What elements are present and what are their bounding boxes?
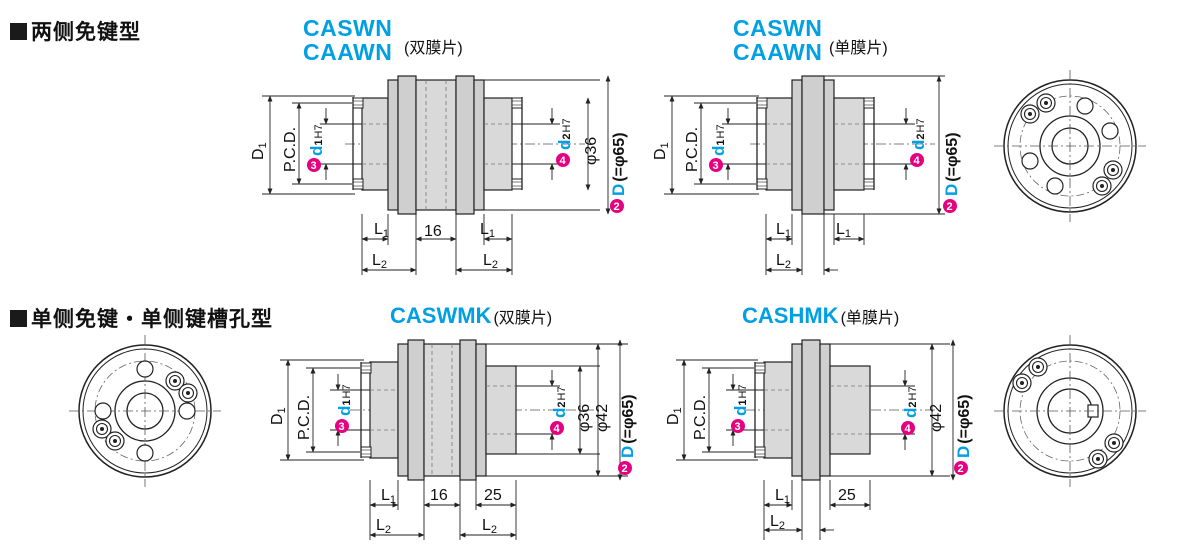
svg-text:d2H7: d2H7: [901, 386, 920, 418]
svg-text:25: 25: [484, 487, 502, 504]
end-view-bottom-right: [994, 335, 1146, 487]
svg-text:L2: L2: [483, 252, 498, 271]
model-note-top-right: (单膜片): [829, 40, 888, 57]
drawing-top-left: D1 P.C.D. 3 d1H7 4 d2H7 φ36 2 D(=φ65) L1…: [250, 75, 628, 275]
svg-text:3: 3: [735, 421, 741, 433]
model-name-bottom-left: CASWMK(双膜片): [390, 303, 553, 328]
svg-text:d1H7: d1H7: [307, 124, 326, 156]
svg-text:D(=φ65): D(=φ65): [954, 394, 973, 458]
svg-text:P.C.D.: P.C.D.: [692, 395, 709, 440]
svg-text:4: 4: [914, 155, 921, 167]
svg-text:d2H7: d2H7: [909, 118, 928, 150]
svg-text:d1H7: d1H7: [709, 124, 728, 156]
svg-text:P.C.D.: P.C.D.: [282, 127, 299, 172]
svg-text:D1: D1: [250, 142, 269, 160]
section-title-keyless-one-side: 单侧免键・单侧键槽孔型: [10, 303, 273, 333]
drawing-top-right: D1 P.C.D. 3 d1H7 4 d2H7 2 D(=φ65) L1 L1 …: [652, 75, 961, 275]
svg-text:φ36: φ36: [583, 137, 600, 165]
svg-text:φ42: φ42: [594, 404, 611, 432]
svg-text:4: 4: [554, 423, 561, 435]
svg-text:16: 16: [430, 487, 448, 504]
end-view-bottom-left: [69, 335, 221, 487]
svg-text:L2: L2: [376, 517, 391, 536]
model-name-top-right: CASWN CAAWN: [733, 15, 823, 65]
svg-text:D1: D1: [269, 407, 288, 425]
svg-text:4: 4: [560, 155, 567, 167]
svg-text:25: 25: [838, 487, 856, 504]
svg-text:φ36: φ36: [576, 404, 593, 432]
svg-text:3: 3: [311, 160, 317, 172]
model-note-top-left: (双膜片): [404, 40, 463, 57]
svg-text:d1H7: d1H7: [731, 384, 750, 416]
svg-text:4: 4: [905, 423, 912, 435]
svg-text:P.C.D.: P.C.D.: [296, 395, 313, 440]
svg-text:D1: D1: [652, 142, 671, 160]
svg-text:L1: L1: [836, 221, 851, 240]
svg-text:L1: L1: [374, 221, 389, 240]
svg-text:D(=φ65): D(=φ65): [942, 132, 961, 196]
square-bullet-icon: [10, 23, 27, 40]
svg-text:L2: L2: [770, 513, 785, 532]
svg-text:L1: L1: [381, 487, 396, 506]
svg-text:D1: D1: [665, 407, 684, 425]
svg-text:L1: L1: [775, 487, 790, 506]
svg-text:d2H7: d2H7: [550, 386, 569, 418]
svg-text:3: 3: [713, 160, 719, 172]
svg-text:L2: L2: [482, 517, 497, 536]
svg-text:2: 2: [958, 463, 964, 475]
model-name-top-left: CASWN CAAWN: [303, 15, 393, 65]
svg-text:L1: L1: [480, 221, 495, 240]
svg-text:d2H7: d2H7: [555, 118, 574, 150]
svg-text:d1H7: d1H7: [335, 384, 354, 416]
drawing-bottom-right: D1 P.C.D. 3 d1H7 4 d2H7 φ42 2 D(=φ65) L1…: [665, 339, 973, 540]
svg-text:D(=φ65): D(=φ65): [618, 394, 637, 458]
svg-text:L1: L1: [776, 221, 791, 240]
svg-text:L2: L2: [776, 252, 791, 271]
svg-text:2: 2: [622, 463, 628, 475]
svg-text:16: 16: [424, 223, 442, 240]
svg-text:3: 3: [339, 421, 345, 433]
svg-text:L2: L2: [372, 252, 387, 271]
svg-text:P.C.D.: P.C.D.: [684, 127, 701, 172]
svg-text:2: 2: [614, 201, 620, 213]
svg-text:D(=φ65): D(=φ65): [609, 132, 628, 196]
model-name-bottom-right: CASHMK(单膜片): [742, 303, 900, 328]
drawing-bottom-left: D1 P.C.D. 3 d1H7 4 d2H7 φ36 φ42 2 D(=φ65…: [269, 339, 637, 540]
svg-text:2: 2: [947, 201, 953, 213]
end-view-top-right: [994, 70, 1146, 222]
square-bullet-icon: [10, 310, 27, 327]
section-title-keyless-both: 两侧免键型: [10, 16, 141, 46]
svg-text:φ42: φ42: [928, 404, 945, 432]
